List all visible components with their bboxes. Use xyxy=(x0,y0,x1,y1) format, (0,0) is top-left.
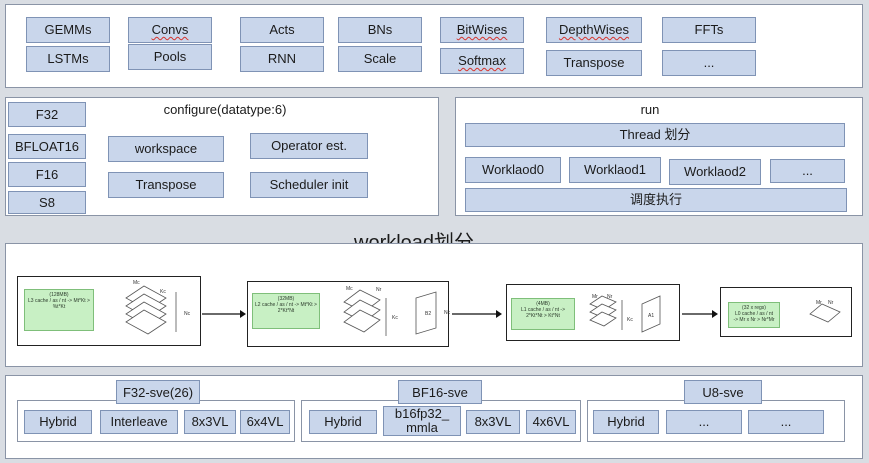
arrow-1 xyxy=(202,310,246,318)
backend-u8-hybrid: Hybrid xyxy=(593,410,659,434)
stage-l2-label-nr: Nr xyxy=(376,287,382,293)
stage-l1-label-a1: A1 xyxy=(648,313,655,319)
backend-bf16-hybrid: Hybrid xyxy=(309,410,377,434)
op-depthwises: DepthWises xyxy=(546,17,642,43)
stage-l2-panel-b2 xyxy=(415,291,437,335)
op-more: ... xyxy=(662,50,756,76)
op-ffts: FFTs xyxy=(662,17,756,43)
op-transpose: Transpose xyxy=(546,50,642,76)
stage-l1-tiles xyxy=(589,295,623,330)
stage-l2-tiles xyxy=(343,289,387,336)
arrow-2 xyxy=(452,310,502,318)
stage-l3-label-nc: Nc xyxy=(184,311,191,317)
configure-title: configure(datatype:6) xyxy=(163,102,287,117)
backend-bf16-4x6vl: 4x6VL xyxy=(526,410,576,434)
workload-1: Worklaod1 xyxy=(569,157,661,183)
stage-l1-cache: (4MB) L1 cache / as / nt -> 2*Kt*Nt > Kt… xyxy=(511,298,575,330)
stage-l2-label-b2: B2 xyxy=(425,311,432,317)
workload-0: Worklaod0 xyxy=(465,157,561,183)
datatype-bfloat16: BFLOAT16 xyxy=(8,134,86,159)
backend-u8-more-2: ... xyxy=(748,410,824,434)
op-acts: Acts xyxy=(240,17,324,43)
step-transpose: Transpose xyxy=(108,172,224,198)
stage-l0-label-mr: Mr xyxy=(816,300,822,306)
step-operator-est: Operator est. xyxy=(250,133,368,159)
op-softmax: Softmax xyxy=(440,48,524,74)
stage-l2-label-kc: Kc xyxy=(392,315,398,321)
backend-f32-6x4vl: 6x4VL xyxy=(240,410,290,434)
backend-f32-title: F32-sve(26) xyxy=(116,380,200,404)
stage-l2-label-nc: Nc xyxy=(444,310,451,316)
stage-l1-label-nr: Nr xyxy=(607,294,613,300)
datatype-f16: F16 xyxy=(8,162,86,187)
workload-more: ... xyxy=(770,159,845,183)
backend-u8-title: U8-sve xyxy=(684,380,762,404)
op-pools: Pools xyxy=(128,44,212,70)
stage-l3-tiles xyxy=(125,285,177,335)
backend-bf16-title: BF16-sve xyxy=(398,380,482,404)
stage-l1-label-mr: Mr xyxy=(592,294,598,300)
stage-l3-label-kc: Kc xyxy=(160,289,166,295)
run-title: run xyxy=(640,102,660,117)
op-gemms: GEMMs xyxy=(26,17,110,43)
datatype-s8: S8 xyxy=(8,191,86,214)
stage-l0-tile xyxy=(809,303,841,323)
datatype-f32: F32 xyxy=(8,102,86,127)
stage-l2-label-mc: Mc xyxy=(346,286,353,292)
stage-l0-cache: (32 x regs) L0 cache / as / nt -> Mr x N… xyxy=(728,302,780,328)
stage-l1-panel-a1 xyxy=(641,295,661,333)
stage-l3-label-mc: Mc xyxy=(133,280,140,286)
op-lstms: LSTMs xyxy=(26,46,110,72)
thread-partition: Thread 划分 xyxy=(465,123,845,147)
stage-l2-cache: (32MB) L2 cache / as / nt -> Mt*Kt > 2*K… xyxy=(252,293,320,329)
backend-f32-hybrid: Hybrid xyxy=(24,410,92,434)
op-convs: Convs xyxy=(128,17,212,43)
stage-l1-label-kc: Kc xyxy=(627,317,633,323)
workload-2: Worklaod2 xyxy=(669,159,761,185)
step-workspace: workspace xyxy=(108,136,224,162)
stage-l0-label-nr: Nr xyxy=(828,300,834,306)
backend-f32-8x3vl: 8x3VL xyxy=(184,410,236,434)
backend-f32-interleave: Interleave xyxy=(100,410,178,434)
stage-l3-cache: (128MB) L3 cache / as / nt -> Mt*Kt > %t… xyxy=(24,289,94,331)
backend-u8-more-1: ... xyxy=(666,410,742,434)
op-scale: Scale xyxy=(338,46,422,72)
op-bns: BNs xyxy=(338,17,422,43)
arrow-3 xyxy=(682,310,718,318)
backend-bf16-8x3vl: 8x3VL xyxy=(466,410,520,434)
step-scheduler-init: Scheduler init xyxy=(250,172,368,198)
backend-bf16-mmla: b16fp32_ mmla xyxy=(383,406,461,436)
op-bitwises: BitWises xyxy=(440,17,524,43)
schedule-execute: 调度执行 xyxy=(465,188,847,212)
op-rnn: RNN xyxy=(240,46,324,72)
